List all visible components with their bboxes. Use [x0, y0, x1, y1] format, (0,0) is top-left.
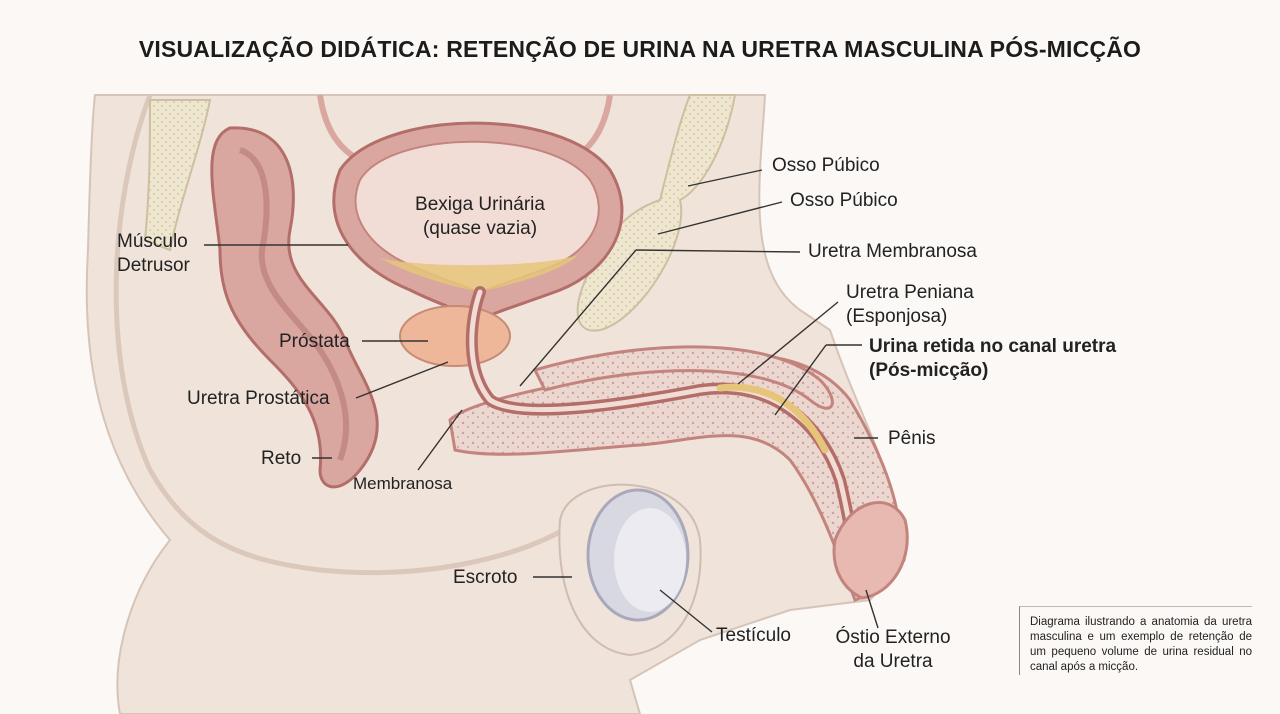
label-escroto: Escroto — [453, 567, 518, 588]
label-uretra-prostatica: Uretra Prostática — [187, 388, 330, 409]
leader-lines — [204, 169, 879, 633]
label-bexiga: Bexiga Urinária (quase vazia) — [380, 193, 580, 241]
label-ostio-line2: da Uretra — [853, 651, 933, 672]
rectum — [210, 126, 379, 489]
label-musculo-line1: Músculo — [117, 231, 188, 252]
testis-highlight — [614, 508, 686, 612]
residual-urine-bladder — [380, 255, 578, 292]
label-uretra-peniana-line1: Uretra Peniana — [846, 282, 974, 303]
label-prostata: Próstata — [279, 331, 350, 352]
label-ostio-line1: Óstio Externo — [835, 627, 951, 648]
label-urina-line2: (Pós-micção) — [869, 360, 989, 381]
label-osso-pubico-2: Osso Púbico — [790, 190, 898, 211]
retained-urine — [716, 383, 829, 454]
label-osso-pubico-1: Osso Púbico — [772, 155, 880, 176]
label-urina-retida: Urina retida no canal uretra (Pós-micção… — [869, 335, 1116, 383]
label-musculo-detrusor: Músculo Detrusor — [117, 230, 190, 278]
caption-box: Diagrama ilustrando a anatomia da uretra… — [1019, 606, 1252, 675]
label-ostio-externo: Óstio Externo da Uretra — [818, 626, 968, 674]
label-membranosa: Membranosa — [353, 474, 453, 493]
label-uretra-peniana: Uretra Peniana (Esponjosa) — [846, 281, 974, 329]
label-bexiga-line1: Bexiga Urinária — [415, 194, 545, 215]
label-uretra-membranosa: Uretra Membranosa — [808, 241, 977, 262]
label-uretra-peniana-line2: (Esponjosa) — [846, 306, 948, 327]
label-reto: Reto — [261, 448, 302, 469]
buttock-contour — [113, 94, 582, 576]
label-urina-line1: Urina retida no canal uretra — [869, 336, 1117, 357]
label-bexiga-line2: (quase vazia) — [422, 218, 538, 239]
diagram-title: VISUALIZAÇÃO DIDÁTICA: RETENÇÃO DE URINA… — [138, 36, 1142, 62]
rectum-inner — [238, 147, 350, 462]
label-testiculo: Testículo — [716, 625, 791, 646]
corpus-cavernosum — [532, 345, 834, 410]
urethra-lumen — [469, 289, 865, 588]
label-penis: Pênis — [888, 428, 936, 449]
prostate — [399, 305, 511, 367]
label-musculo-line2: Detrusor — [117, 255, 190, 276]
glans — [832, 501, 909, 600]
sacrum — [143, 99, 212, 252]
